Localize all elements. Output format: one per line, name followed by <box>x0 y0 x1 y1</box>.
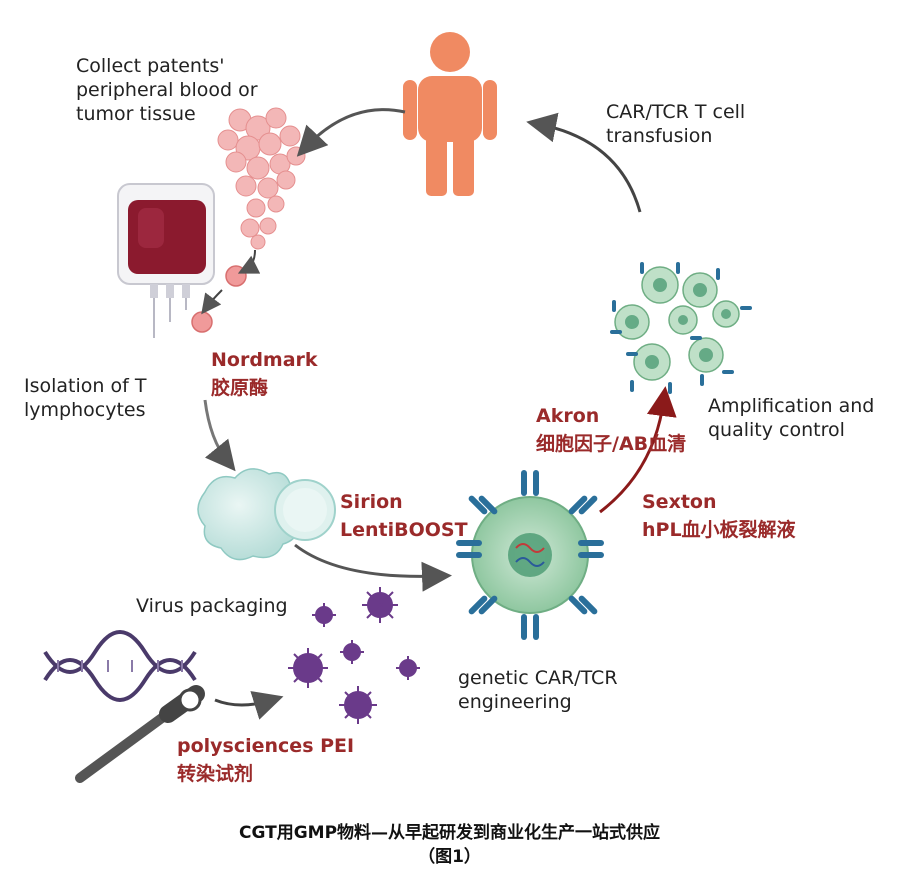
transfusion-label: CAR/TCR T cell transfusion <box>606 101 746 147</box>
virus-packaging-label: Virus packaging <box>136 595 288 617</box>
supplier-name: polysciences PEI <box>177 735 355 757</box>
isolation-label: Isolation of T lymphocytes <box>24 375 147 421</box>
engineering-label: genetic CAR/TCR engineering <box>458 667 618 713</box>
supplier-akron: Akron 细胞因子/AB血清 <box>536 402 686 458</box>
figure-number: （图1） <box>418 847 481 867</box>
blood-bag-icon <box>117 183 215 338</box>
supplier-polysciences: polysciences PEI 转染试剂 <box>177 732 354 788</box>
supplier-sirion: Sirion LentiBOOST <box>340 488 468 544</box>
pipette-icon <box>75 685 205 783</box>
patient-person-icon <box>403 32 497 196</box>
supplier-name: Sirion <box>340 491 403 513</box>
workflow-arrows <box>201 108 677 720</box>
supplier-sexton: Sexton hPL血小板裂解液 <box>642 488 796 544</box>
collect-label: Collect patents' peripheral blood or tum… <box>76 55 258 125</box>
t-lymphocyte-icon <box>197 468 336 561</box>
tumor-tissue-icon <box>217 107 306 250</box>
supplier-name: Nordmark <box>211 349 318 371</box>
supplier-product: 胶原酶 <box>211 377 269 399</box>
dna-icon <box>43 630 197 702</box>
virus-icon <box>293 592 417 719</box>
supplier-name: Sexton <box>642 491 717 513</box>
figure-caption: CGT用GMP物料—从早起研发到商业化生产一站式供应 <box>238 823 661 843</box>
supplier-product: 细胞因子/AB血清 <box>536 433 687 455</box>
amplification-label: Amplification and quality control <box>708 395 875 441</box>
amplified-cells-icon <box>610 262 752 394</box>
supplier-product: 转染试剂 <box>177 763 254 785</box>
supplier-nordmark: Nordmark 胶原酶 <box>211 346 318 402</box>
supplier-product: LentiBOOST <box>340 519 468 541</box>
supplier-name: Akron <box>536 405 600 427</box>
supplier-product: hPL血小板裂解液 <box>642 519 796 541</box>
car-t-cell-icon <box>456 470 604 640</box>
